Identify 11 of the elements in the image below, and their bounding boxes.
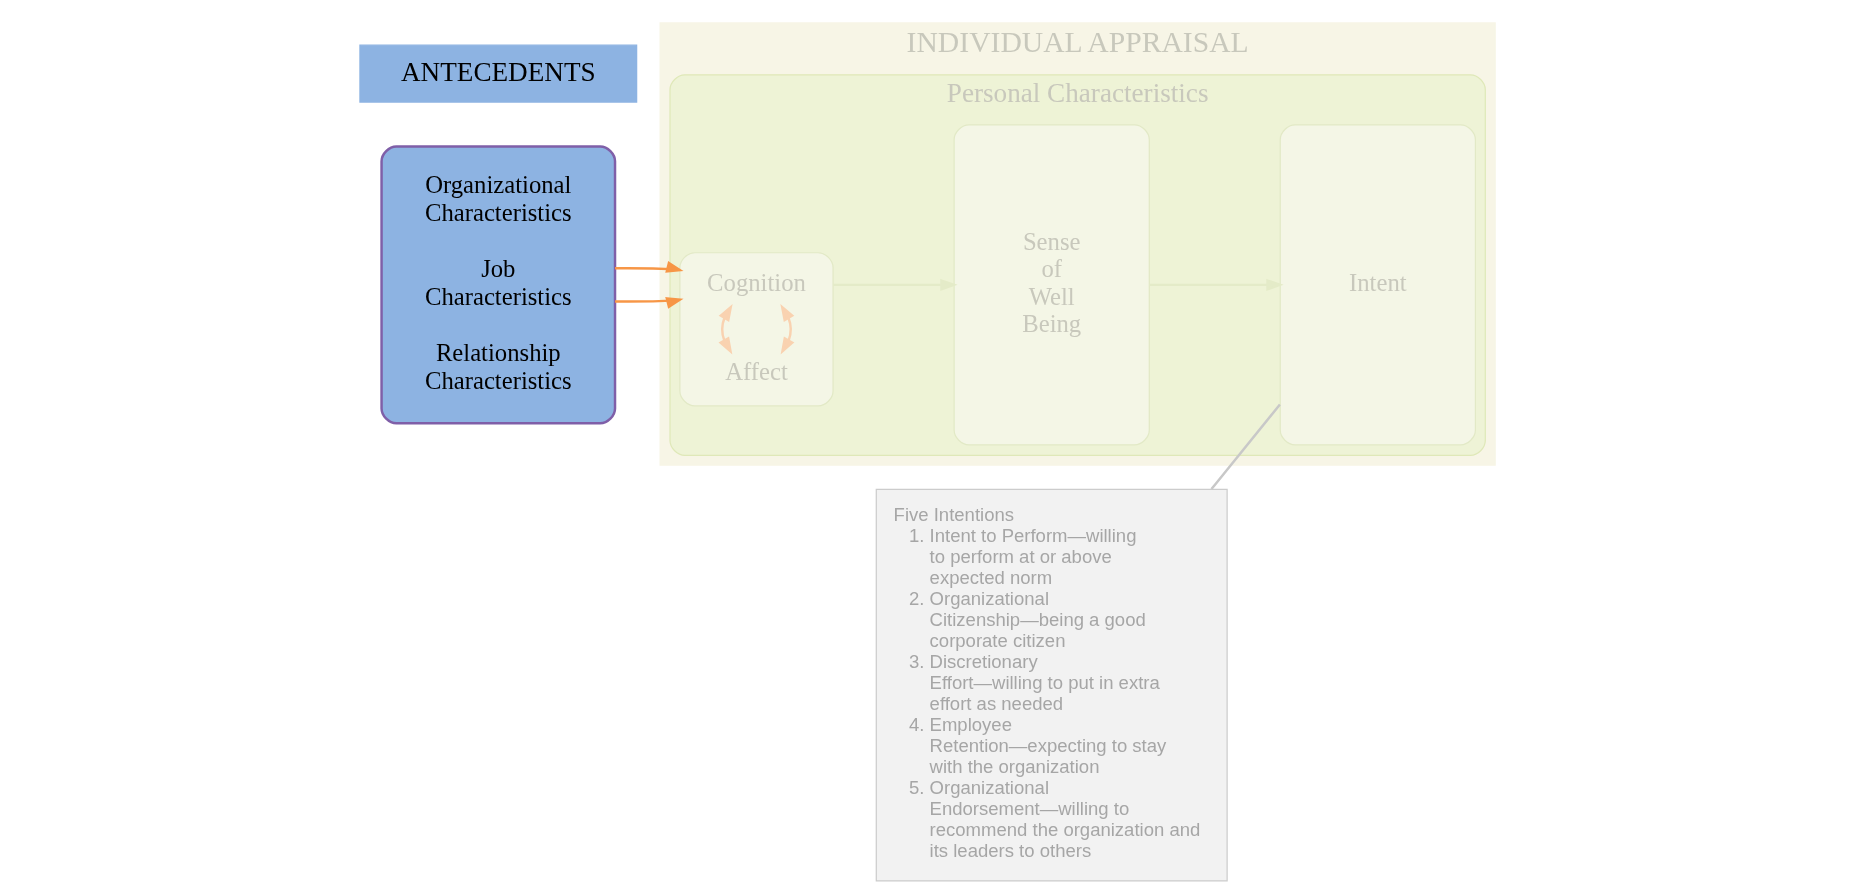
node-box: Five Intentions 1. Intent to Perform—willing to perform at or above expected norm 2. Organizational Citizenship—being a good corporate citizen 3. Discretionary Effort—willing to put in extra effort as needed 4. Employee Retention—expecting to stay with the organization 5. Organizational Endorsement—willing to recommend the organization and its leaders to others xyxy=(875,488,1228,882)
arrow xyxy=(832,278,958,291)
connector xyxy=(1209,403,1281,490)
arrow xyxy=(718,303,733,355)
arrow xyxy=(779,303,794,355)
arrow xyxy=(614,260,683,273)
cluster xyxy=(678,252,834,407)
arrow xyxy=(1149,278,1284,291)
arrow xyxy=(614,297,683,309)
node-box: ANTECEDENTS xyxy=(358,44,637,103)
node-box: Organizational Characteristics Job Characteristics Relationship Characteristics xyxy=(379,145,616,425)
